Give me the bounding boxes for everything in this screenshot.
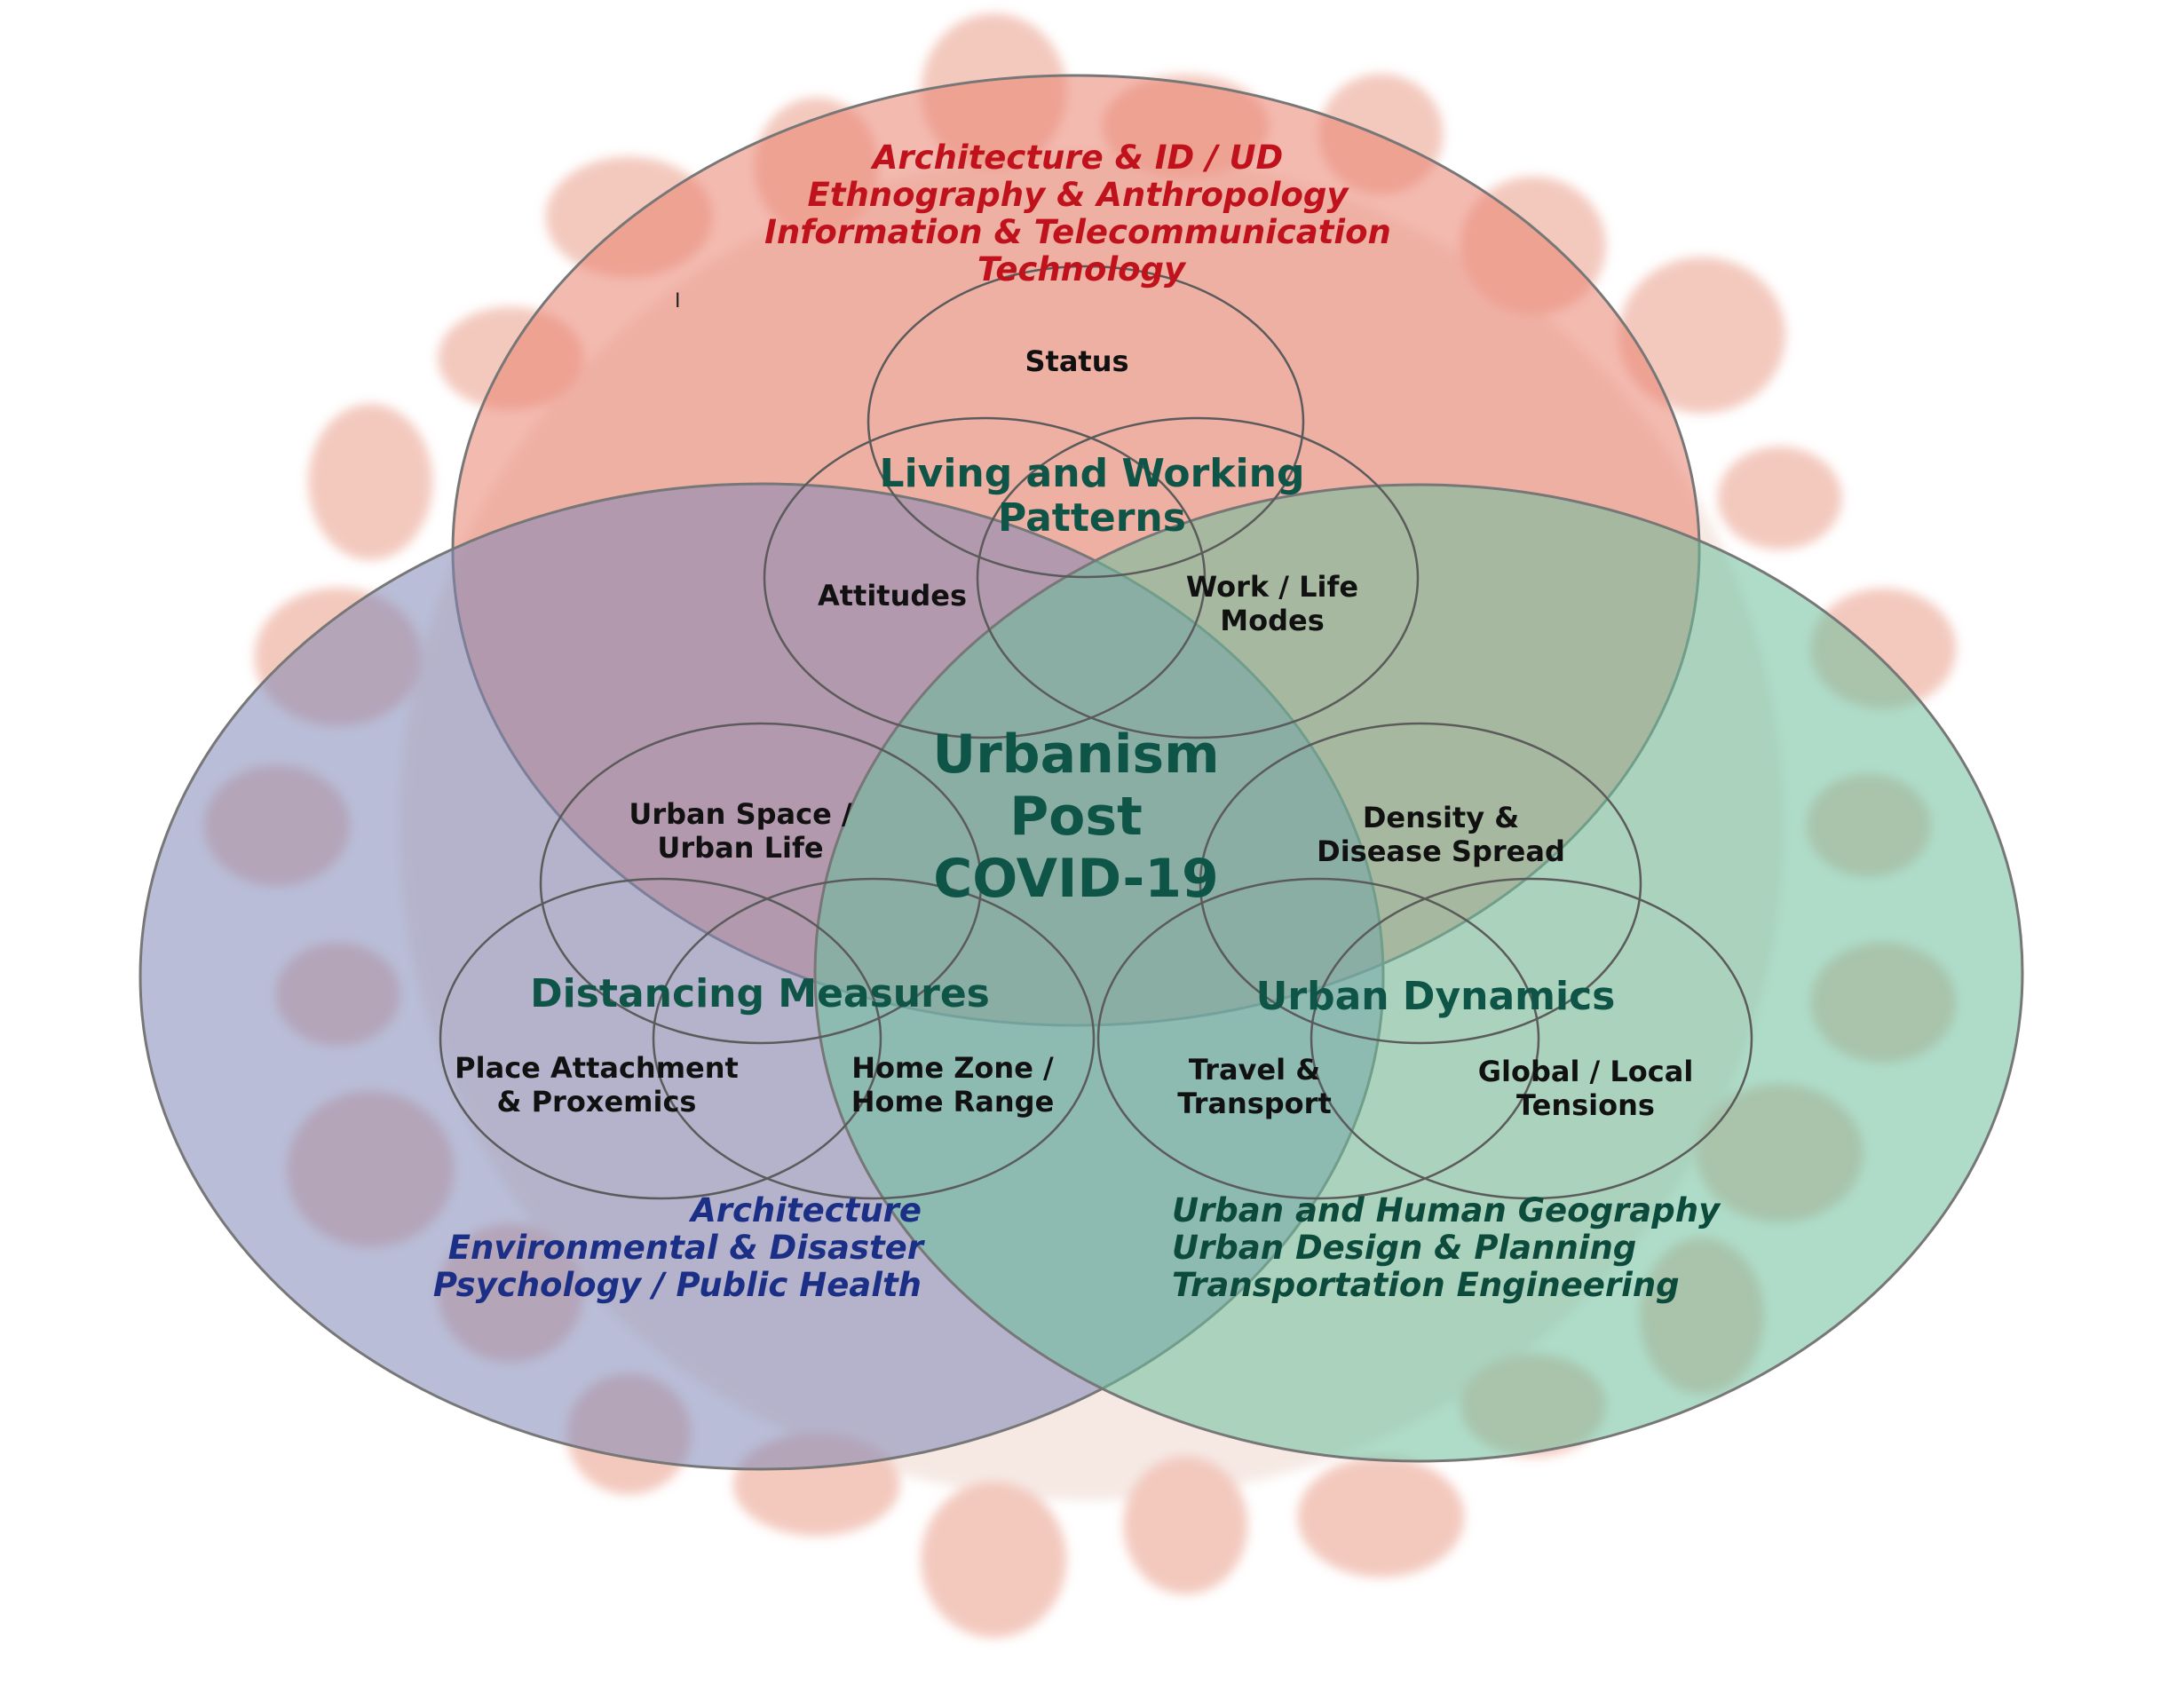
left-discipline-1: Architecture — [688, 1191, 922, 1229]
home-zone-label-line2: Home Range — [851, 1085, 1055, 1119]
top-discipline-1: Architecture & ID / UD — [870, 138, 1283, 177]
center-title-line1: Urbanism — [932, 723, 1219, 786]
top-discipline-4: Technology — [977, 250, 1187, 289]
left-discipline-2: Environmental & Disaster — [448, 1229, 926, 1267]
urban-space-label-line1: Urban Space / — [629, 797, 852, 831]
virus-spike — [1297, 1456, 1465, 1577]
status-label: Status — [1025, 344, 1128, 378]
top-disciplines: Architecture & ID / UD Ethnography & Ant… — [764, 138, 1391, 289]
center-title-line3: COVID-19 — [933, 848, 1219, 910]
place-attachment-subcircle — [439, 877, 882, 1200]
home-zone-subcircle — [652, 877, 1096, 1200]
virus-spike — [1618, 257, 1786, 414]
distancing-title: Distancing Measures — [530, 971, 990, 1016]
discipline-circles — [138, 74, 2024, 1471]
distancing-theme: Urban Space / Urban Life Distancing Meas… — [455, 797, 1054, 1119]
left-disciplines: Architecture Environmental & Disaster Ps… — [433, 1191, 926, 1304]
attitudes-label: Attitudes — [818, 579, 967, 613]
work-life-subcircle — [976, 416, 1420, 739]
global-local-label-line2: Tensions — [1516, 1088, 1655, 1122]
density-label-line1: Density & — [1363, 801, 1519, 834]
travel-subcircle — [1096, 877, 1540, 1200]
right-disciplines: Urban and Human Geography Urban Design &… — [1172, 1191, 1721, 1304]
center-title: Urbanism Post COVID-19 — [932, 723, 1219, 910]
density-label-line2: Disease Spread — [1317, 834, 1565, 868]
work-life-label-line1: Work / Life — [1186, 570, 1358, 604]
global-local-subcircle — [1310, 877, 1753, 1200]
left-discipline-3: Psychology / Public Health — [433, 1266, 922, 1304]
density-subcircle — [1199, 722, 1642, 1045]
virus-spike — [308, 403, 433, 560]
living-working-theme: Living and Working Patterns Status Attit… — [818, 344, 1358, 637]
urban-dynamics-title: Urban Dynamics — [1256, 974, 1616, 1019]
living-working-title-line2: Patterns — [998, 495, 1186, 541]
urban-dynamics-theme: Density & Disease Spread Urban Dynamics … — [1177, 801, 1693, 1122]
stray-mark: I — [675, 290, 681, 312]
urban-space-label-line2: Urban Life — [657, 831, 823, 865]
right-discipline-circle — [813, 483, 2024, 1463]
travel-label-line2: Transport — [1177, 1087, 1331, 1120]
attitudes-subcircle — [763, 416, 1207, 739]
right-discipline-1: Urban and Human Geography — [1172, 1191, 1721, 1229]
top-discipline-3: Information & Telecommunication — [764, 213, 1391, 251]
top-discipline-2: Ethnography & Anthropology — [807, 176, 1349, 214]
travel-label-line1: Travel & — [1189, 1053, 1320, 1087]
place-attachment-label-line1: Place Attachment — [455, 1051, 739, 1085]
living-working-title-line1: Living and Working — [880, 451, 1305, 496]
virus-spike — [1123, 1456, 1248, 1594]
place-attachment-label-line2: & Proxemics — [497, 1085, 697, 1119]
right-discipline-3: Transportation Engineering — [1172, 1266, 1680, 1304]
global-local-label-line1: Global / Local — [1478, 1055, 1694, 1088]
center-title-line2: Post — [1009, 786, 1143, 848]
work-life-label-line2: Modes — [1220, 604, 1324, 637]
virus-spike — [921, 1481, 1067, 1638]
right-discipline-2: Urban Design & Planning — [1172, 1229, 1636, 1267]
theme-subcircles — [439, 265, 1753, 1200]
status-subcircle — [866, 265, 1305, 579]
urban-space-subcircle — [539, 722, 983, 1045]
home-zone-label-line1: Home Zone / — [851, 1051, 1054, 1085]
virus-spike — [1717, 447, 1842, 550]
